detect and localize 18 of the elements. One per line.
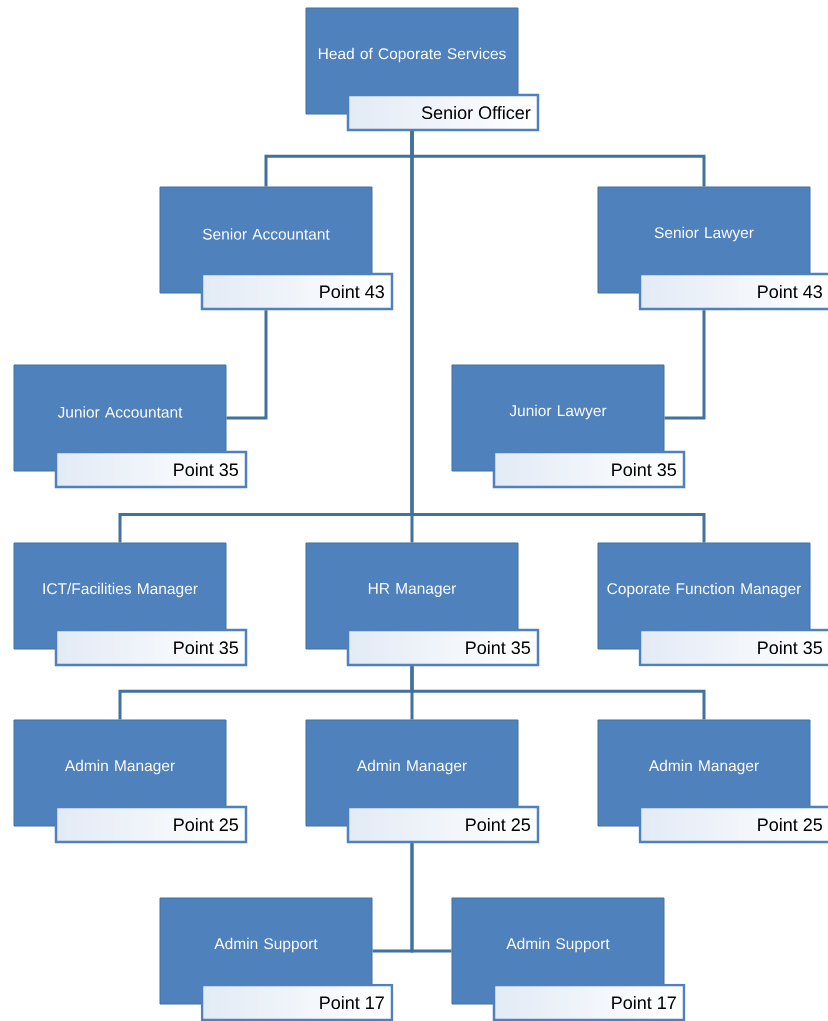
position-box: Admin Manager Point 25	[597, 719, 828, 844]
connector-line	[410, 666, 706, 720]
position-box: Admin Support Point 17	[159, 897, 394, 1021]
position-box: Junior Lawyer Point 35	[451, 364, 686, 489]
connector-line	[226, 310, 268, 420]
position-box: Admin Manager Point 25	[305, 719, 540, 844]
connector-line	[664, 310, 706, 420]
position-box: Senior Accountant Point 43	[159, 186, 394, 311]
connector-line	[410, 843, 452, 953]
connector-line	[410, 131, 706, 543]
position-box: Senior Lawyer Point 43	[597, 186, 828, 311]
position-box: Head of Coporate Services Senior Officer	[305, 7, 540, 132]
position-box: ICT/Facilities Manager Point 35	[13, 542, 248, 667]
position-box: HR Manager Point 35	[305, 542, 540, 667]
position-box: Junior Accountant Point 35	[13, 364, 248, 489]
position-box: Admin Manager Point 25	[13, 719, 248, 844]
position-box: Coporate Function Manager Point 35	[597, 542, 828, 667]
position-box: Admin Support Point 17	[451, 897, 686, 1021]
